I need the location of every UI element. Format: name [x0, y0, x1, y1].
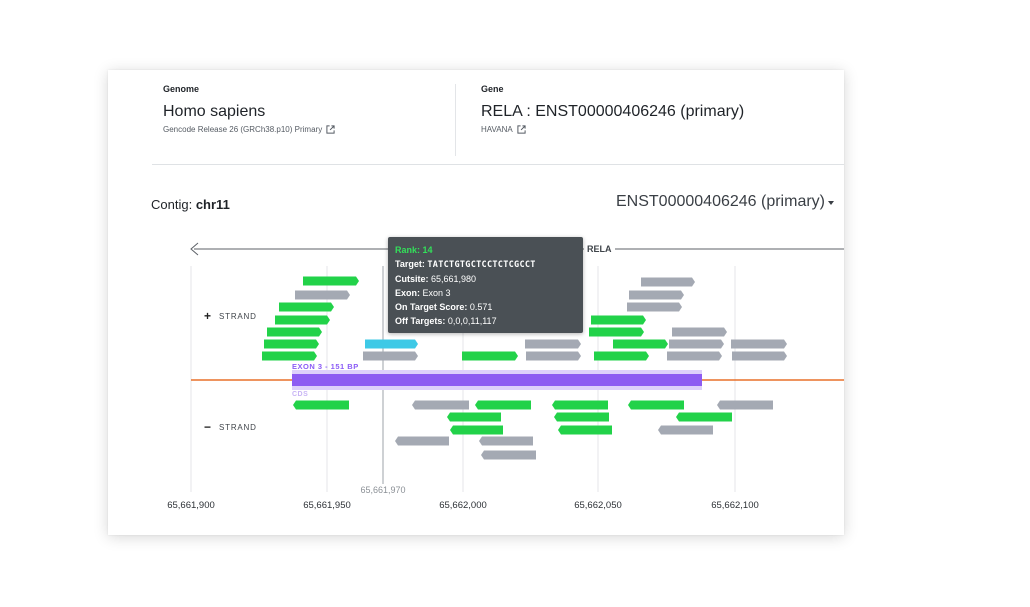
guide-rna[interactable] [267, 327, 322, 337]
guide-rna-selected[interactable] [365, 339, 418, 349]
guide-rna[interactable] [676, 412, 732, 422]
tooltip-exon-value: Exon 3 [422, 288, 451, 298]
plus-strand-symbol: + [204, 309, 212, 323]
guide-rna[interactable] [295, 290, 350, 300]
tooltip-off-targets-value: 0,0,0,11,117 [447, 316, 497, 326]
guide-rna[interactable] [363, 351, 418, 361]
info-divider [455, 84, 456, 156]
tooltip-rank-label: Rank: [395, 245, 421, 255]
gene-track-label: RELA [584, 244, 615, 254]
tooltip-exon-label: Exon: [395, 288, 421, 298]
guide-rna[interactable] [279, 302, 334, 312]
guide-rna[interactable] [589, 327, 644, 337]
guide-rna[interactable] [395, 436, 449, 446]
axis-tick-label: 65,662,000 [439, 500, 487, 511]
tooltip-target: Target: TATCTGTGCTCCTCTCGCCT [395, 257, 576, 272]
minus-strand-text: STRAND [219, 422, 257, 432]
guide-rna[interactable] [450, 425, 503, 435]
guide-rna[interactable] [475, 400, 531, 410]
minus-strand-label: − STRAND [204, 420, 257, 434]
tooltip-on-target-label: On Target Score: [395, 302, 468, 312]
tooltip-cutsite-value: 65,661,980 [431, 274, 477, 284]
guide-rna[interactable] [717, 400, 773, 410]
tooltip-cutsite-label: Cutsite: [395, 274, 429, 284]
guide-rna[interactable] [672, 327, 727, 337]
axis-tick-label: 65,661,900 [167, 500, 215, 511]
transcript-selected: ENST00000406246 (primary) [616, 193, 825, 210]
guide-rna[interactable] [262, 351, 317, 361]
gene-direction-arrowhead [190, 242, 199, 256]
tooltip-off-targets-label: Off Targets: [395, 316, 446, 326]
guide-tooltip: Rank: 14 Target: TATCTGTGCTCCTCTCGCCT Cu… [388, 237, 583, 333]
guide-rna[interactable] [264, 339, 319, 349]
external-link-icon[interactable] [517, 125, 526, 134]
guide-rna[interactable] [658, 425, 713, 435]
genome-release-text: Gencode Release 26 (GRCh38.p10) Primary [163, 125, 323, 134]
gene-info: Gene RELA : ENST00000406246 (primary) HA… [481, 84, 811, 134]
caret-down-icon [828, 201, 834, 205]
guide-rna[interactable] [667, 351, 722, 361]
axis-tick-label: 65,661,950 [303, 500, 351, 511]
guide-rna[interactable] [641, 277, 695, 287]
external-link-icon[interactable] [326, 125, 335, 134]
tooltip-exon: Exon: Exon 3 [395, 286, 576, 300]
guide-rna[interactable] [412, 400, 469, 410]
plus-strand-guides[interactable] [262, 276, 787, 361]
guide-rna[interactable] [525, 339, 581, 349]
minus-strand-guides[interactable] [293, 400, 773, 460]
tooltip-rank: Rank: 14 [395, 243, 576, 257]
contig-value: chr11 [195, 197, 230, 212]
gene-source-link[interactable]: HAVANA [481, 125, 811, 134]
guide-rna[interactable] [591, 315, 646, 325]
tooltip-on-target-value: 0.571 [469, 302, 493, 312]
guide-rna[interactable] [669, 339, 724, 349]
tooltip-off-targets: Off Targets: 0,0,0,11,117 [395, 314, 576, 328]
contig-prefix: Contig: [151, 197, 193, 212]
minus-strand-symbol: − [204, 420, 212, 434]
plus-strand-label: + STRAND [204, 309, 257, 323]
guide-rna[interactable] [275, 315, 330, 325]
guide-rna[interactable] [462, 351, 518, 361]
guide-rna[interactable] [481, 450, 536, 460]
exon-3-band[interactable] [292, 374, 702, 386]
gene-source-text: HAVANA [481, 125, 513, 134]
guide-rna[interactable] [552, 400, 608, 410]
gene-name: RELA : ENST00000406246 (primary) [481, 103, 745, 120]
contig-title: Contig: chr11 [151, 197, 230, 212]
tooltip-cutsite: Cutsite: 65,661,980 [395, 272, 576, 286]
transcript-selector[interactable]: ENST00000406246 (primary) [616, 193, 834, 211]
guide-rna[interactable] [629, 290, 684, 300]
genome-release-link[interactable]: Gencode Release 26 (GRCh38.p10) Primary [163, 125, 453, 134]
genome-info: Genome Homo sapiens Gencode Release 26 (… [163, 84, 453, 134]
plus-strand-text: STRAND [219, 311, 257, 321]
guide-rna[interactable] [594, 351, 649, 361]
guide-rna[interactable] [613, 339, 668, 349]
axis-tick-label: 65,662,100 [711, 500, 759, 511]
guide-rna[interactable] [628, 400, 684, 410]
guide-rna[interactable] [732, 351, 787, 361]
guide-track [190, 242, 844, 492]
exon-label: EXON 3 - 151 BP [292, 362, 359, 371]
guide-rna[interactable] [303, 276, 359, 286]
guide-rna[interactable] [558, 425, 612, 435]
guide-rna[interactable] [447, 412, 501, 422]
guide-rna[interactable] [293, 400, 349, 410]
guide-rna[interactable] [731, 339, 787, 349]
axis-tick-label: 65,662,050 [574, 500, 622, 511]
tooltip-target-value: TATCTGTGCTCCTCTCGCCT [427, 260, 536, 270]
gene-label: Gene [481, 84, 504, 94]
genome-species: Homo sapiens [163, 103, 266, 120]
tooltip-rank-value: 14 [422, 245, 433, 255]
guide-rna[interactable] [479, 436, 533, 446]
genome-browser-card: Genome Homo sapiens Gencode Release 26 (… [108, 70, 844, 535]
tooltip-on-target: On Target Score: 0.571 [395, 300, 576, 314]
cursor-position-label: 65,661,970 [360, 485, 406, 495]
guide-rna[interactable] [554, 412, 609, 422]
genome-label: Genome [163, 84, 200, 94]
guide-rna[interactable] [526, 351, 581, 361]
tooltip-target-label: Target: [395, 259, 425, 269]
cds-label: CDS [292, 391, 309, 398]
header-divider [152, 164, 844, 165]
guide-rna[interactable] [627, 302, 682, 312]
